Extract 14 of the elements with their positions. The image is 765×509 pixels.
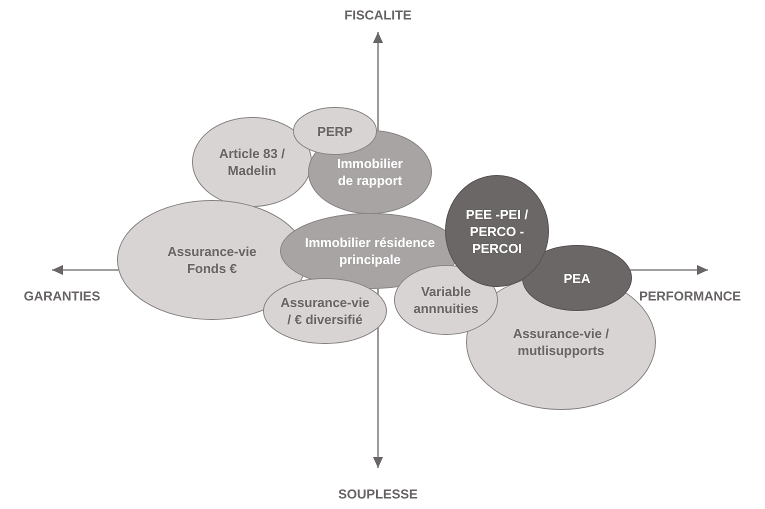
bubble-label: PERP bbox=[316, 122, 354, 140]
bubble-label: Assurance-vie / € diversifié bbox=[280, 294, 370, 328]
bubble-label: Immobilier résidence principale bbox=[304, 234, 436, 268]
bubble-label: Immobilier de rapport bbox=[336, 155, 404, 189]
axis-label: FISCALITE bbox=[344, 8, 412, 22]
bubble-label: Article 83 / Madelin bbox=[218, 145, 286, 179]
axis-label: SOUPLESSE bbox=[338, 486, 418, 502]
axis-label: GARANTIES bbox=[24, 288, 100, 304]
axis-label: PERFORMANCE bbox=[639, 288, 741, 304]
bubble-label: PEA bbox=[562, 270, 592, 286]
bubble-label: Assurance-vie / mutlisupports bbox=[512, 325, 610, 359]
bubble-label: PEE -PEI / PERCO - PERCOI bbox=[464, 206, 530, 256]
bubble-label: Assurance-vie Fonds € bbox=[166, 243, 258, 277]
bubble-label: Variable annnuities bbox=[412, 283, 480, 317]
